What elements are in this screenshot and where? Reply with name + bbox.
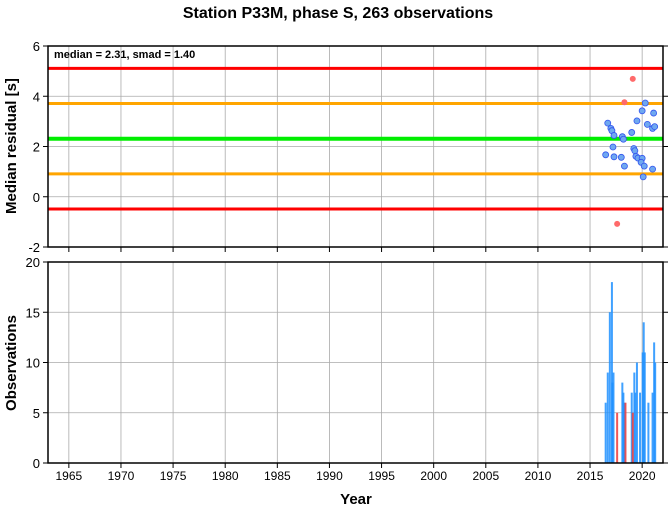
outlier-point: [629, 75, 636, 82]
normal-bar: [654, 362, 657, 463]
y-tick-label: 6: [33, 39, 40, 54]
normal-point: [619, 135, 627, 143]
normal-bar: [630, 392, 633, 463]
bottom-frame: [47, 261, 664, 464]
top-frame: [47, 45, 664, 248]
x-tick-label: 1965: [55, 469, 82, 483]
normal-bar: [647, 402, 650, 463]
y-tick-label: -2: [28, 240, 40, 255]
x-tick-label: 2020: [629, 469, 656, 483]
normal-bar: [642, 322, 645, 463]
x-tick-label: 1980: [212, 469, 239, 483]
normal-bar: [635, 362, 638, 463]
outlier-bar: [631, 412, 634, 463]
normal-bar: [612, 372, 615, 463]
normal-bar: [606, 372, 609, 463]
x-tick-label: 2015: [577, 469, 604, 483]
normal-bar: [643, 352, 646, 463]
x-tick-label: 1990: [316, 469, 343, 483]
normal-point: [651, 123, 659, 131]
normal-point: [628, 129, 636, 136]
normal-point: [633, 117, 641, 125]
normal-bar: [621, 382, 624, 463]
y-tick-label: 4: [33, 89, 40, 104]
normal-bar: [608, 312, 611, 463]
normal-bar: [622, 392, 625, 463]
y-tick-label: 0: [33, 190, 40, 205]
chart-title: Station P33M, phase S, 263 observations: [183, 5, 493, 22]
y-tick-label: 2: [33, 140, 40, 155]
outlier-point: [621, 99, 628, 106]
normal-point: [639, 173, 647, 181]
normal-point: [604, 119, 612, 127]
normal-bar: [610, 282, 613, 463]
x-axis-label: Year: [340, 491, 372, 508]
normal-bar: [634, 392, 637, 463]
x-tick-label: 2000: [420, 469, 447, 483]
normal-point: [650, 109, 658, 117]
outlier-bar: [624, 402, 627, 463]
normal-point: [638, 107, 646, 115]
normal-point: [609, 143, 617, 151]
normal-bar: [604, 402, 607, 463]
y-tick-label: 10: [26, 356, 40, 371]
normal-point: [649, 165, 656, 173]
outlier-bar: [616, 412, 619, 463]
normal-bar: [623, 402, 626, 463]
normal-point: [617, 153, 625, 161]
y-tick-label: 5: [33, 406, 40, 421]
normal-bar: [651, 392, 654, 463]
normal-bar: [653, 342, 656, 463]
normal-point: [643, 120, 651, 128]
x-tick-label: 1995: [368, 469, 395, 483]
normal-point: [621, 162, 628, 170]
x-tick-label: 2005: [472, 469, 499, 483]
y-tick-label: 15: [26, 305, 40, 320]
x-tick-label: 1985: [264, 469, 291, 483]
stats-annotation: median = 2.31, smad = 1.40: [54, 49, 195, 61]
outlier-point: [614, 220, 621, 227]
x-tick-label: 1975: [160, 469, 187, 483]
normal-point: [602, 151, 610, 159]
x-tick-label: 1970: [108, 469, 135, 483]
normal-point: [610, 153, 618, 161]
normal-point: [640, 162, 648, 170]
normal-point: [610, 132, 618, 139]
normal-bar: [639, 392, 642, 463]
y-tick-label: 0: [33, 456, 40, 471]
x-tick-label: 2010: [525, 469, 552, 483]
residual-panel: -2 0 2 4 6: [28, 39, 668, 255]
normal-bar: [611, 382, 614, 463]
normal-bar: [641, 352, 644, 463]
y-tick-label: 20: [26, 255, 40, 270]
top-y-axis-label: Median residual [s]: [3, 78, 20, 214]
normal-bar: [633, 372, 636, 463]
normal-point: [631, 147, 639, 155]
normal-point: [641, 99, 649, 107]
bottom-y-axis-label: Observations: [3, 315, 20, 411]
